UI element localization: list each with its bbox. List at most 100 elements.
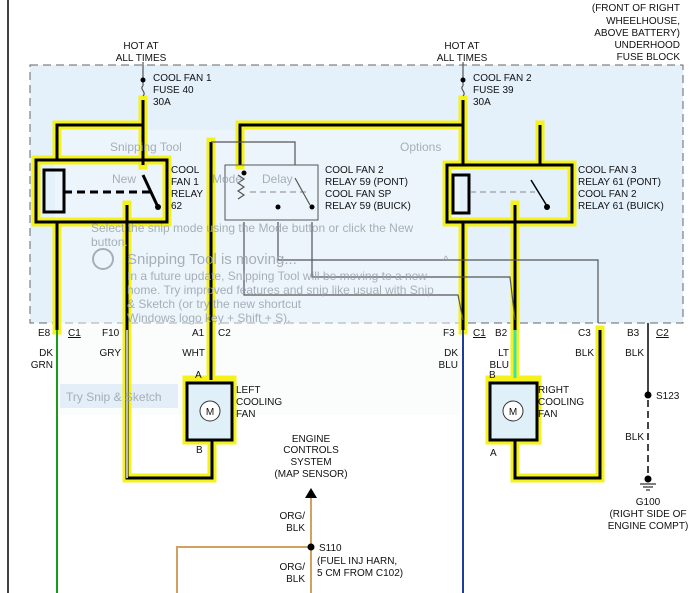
svg-text:(RIGHT SIDE OF: (RIGHT SIDE OF (609, 509, 686, 520)
svg-text:ORG/: ORG/ (279, 511, 305, 522)
svg-text:(MAP SENSOR): (MAP SENSOR) (274, 469, 347, 480)
snip-sketch-logo-icon (92, 248, 114, 270)
svg-text:G100: G100 (636, 497, 661, 508)
svg-text:(FUEL INJ HARN,: (FUEL INJ HARN, (317, 556, 397, 567)
svg-text:FAN: FAN (236, 409, 255, 420)
svg-text:S110: S110 (319, 543, 342, 554)
svg-text:LT: LT (498, 348, 509, 359)
svg-text:BLK: BLK (575, 348, 594, 359)
svg-text:BLK: BLK (625, 432, 644, 443)
svg-text:WHT: WHT (182, 348, 205, 359)
svg-text:CONTROLS: CONTROLS (283, 445, 339, 456)
svg-text:(FRONT OF RIGHT: (FRONT OF RIGHT (592, 3, 680, 14)
svg-text:HOT AT: HOT AT (444, 41, 479, 52)
svg-text:LEFT: LEFT (236, 385, 260, 396)
svg-text:BLK: BLK (625, 348, 644, 359)
notice-body-2: home. Try improved features and snip lik… (127, 283, 434, 297)
notice-body-3: & Sketch (or try the new shortcut (127, 297, 302, 311)
svg-text:SYSTEM: SYSTEM (290, 457, 331, 468)
svg-text:ORG/: ORG/ (279, 562, 305, 573)
svg-text:A: A (490, 448, 497, 459)
svg-text:BLK: BLK (286, 523, 305, 534)
notice-body-1: In a future update, Snipping Tool will b… (127, 269, 427, 283)
svg-text:M: M (206, 407, 214, 418)
svg-text:B2: B2 (495, 328, 508, 339)
svg-text:5 CM FROM C102): 5 CM FROM C102) (317, 568, 403, 579)
svg-text:COOL FAN 1: COOL FAN 1 (153, 73, 212, 84)
svg-text:A1: A1 (192, 328, 205, 339)
svg-text:COOL FAN 2: COOL FAN 2 (578, 189, 637, 200)
options-button[interactable]: Options (400, 140, 441, 154)
svg-text:HOT AT: HOT AT (123, 41, 158, 52)
svg-text:RELAY 59 (PONT): RELAY 59 (PONT) (325, 177, 408, 188)
svg-text:BLK: BLK (286, 574, 305, 585)
svg-text:RELAY 61 (BUICK): RELAY 61 (BUICK) (578, 201, 664, 212)
svg-text:FUSE 39: FUSE 39 (473, 85, 514, 96)
svg-text:WHEELHOUSE,: WHEELHOUSE, (606, 16, 680, 27)
svg-text:30A: 30A (473, 97, 491, 108)
delay-button[interactable]: Delay (262, 172, 293, 186)
try-snip-sketch-button[interactable] (60, 384, 178, 408)
svg-text:RELAY: RELAY (171, 189, 203, 200)
svg-text:COOL FAN 3: COOL FAN 3 (578, 165, 637, 176)
hint-text-2: button. (91, 235, 128, 249)
svg-text:C3: C3 (578, 328, 591, 339)
new-button[interactable]: New (112, 172, 136, 186)
fuse-block-label: (FRONT OF RIGHT WHEELHOUSE, ABOVE BATTER… (592, 3, 680, 63)
svg-text:A: A (195, 370, 202, 381)
svg-text:DK: DK (444, 348, 458, 359)
svg-text:UNDERHOOD: UNDERHOOD (614, 40, 680, 51)
mode-button[interactable]: Mode (212, 172, 242, 186)
power-wires (55, 100, 602, 480)
svg-text:ABOVE BATTERY): ABOVE BATTERY) (594, 28, 680, 39)
notice-title: Snipping Tool is moving... (127, 251, 297, 268)
svg-text:S123: S123 (656, 391, 680, 402)
svg-text:COOL FAN 2: COOL FAN 2 (473, 73, 532, 84)
svg-text:GRN: GRN (31, 360, 53, 371)
svg-text:BLU: BLU (439, 360, 458, 371)
svg-text:RIGHT: RIGHT (538, 385, 569, 396)
motor-icon (502, 400, 524, 422)
svg-text:ENGINE COMPT): ENGINE COMPT) (608, 521, 689, 532)
svg-text:COOL FAN 2: COOL FAN 2 (325, 165, 384, 176)
svg-text:FUSE 40: FUSE 40 (153, 85, 194, 96)
collapse-chevron-icon[interactable]: ^ (443, 253, 449, 267)
svg-text:ALL TIMES: ALL TIMES (437, 53, 488, 64)
snipping-tool-window-content[interactable]: Snipping Tool Options New Mode Delay Sel… (66, 140, 449, 404)
svg-text:COOL FAN SP: COOL FAN SP (325, 189, 392, 200)
svg-text:ALL TIMES: ALL TIMES (116, 53, 167, 64)
svg-text:RELAY 61 (PONT): RELAY 61 (PONT) (578, 177, 661, 188)
svg-text:COOLING: COOLING (538, 397, 584, 408)
svg-text:GRY: GRY (100, 348, 122, 359)
svg-text:M: M (509, 407, 517, 418)
svg-text:F10: F10 (102, 328, 120, 339)
hint-text: Select the snip mode using the Mode butt… (91, 221, 414, 235)
svg-text:C1: C1 (68, 328, 81, 339)
notice-body-4: Windows logo key + Shift + S). (127, 311, 290, 325)
svg-text:ENGINE: ENGINE (292, 434, 331, 445)
snipping-tool-title: Snipping Tool (110, 140, 182, 154)
svg-text:B3: B3 (627, 328, 640, 339)
svg-text:BLU: BLU (490, 360, 509, 371)
svg-text:COOLING: COOLING (236, 397, 282, 408)
svg-text:FAN: FAN (538, 409, 557, 420)
svg-text:FUSE BLOCK: FUSE BLOCK (617, 52, 681, 63)
try-snip-sketch-label[interactable]: Try Snip & Sketch (66, 390, 162, 404)
motor-icon (199, 400, 221, 422)
arrow-up-icon (305, 488, 317, 498)
svg-text:B: B (489, 370, 496, 381)
svg-text:E8: E8 (38, 328, 51, 339)
